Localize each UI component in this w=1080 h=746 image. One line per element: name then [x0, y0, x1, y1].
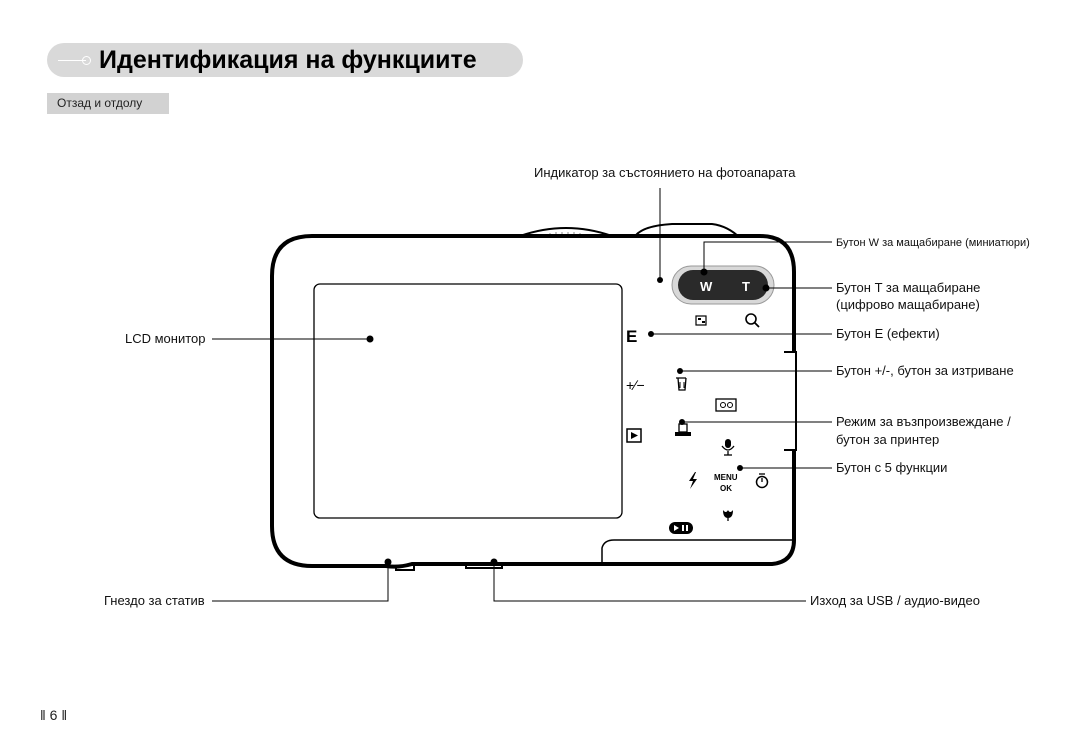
page-number: ‖ 6 ‖ — [40, 707, 68, 723]
ok-text: OK — [720, 484, 732, 493]
usb-port-tab — [465, 566, 503, 569]
self-timer-icon — [755, 473, 769, 489]
page-title: Идентификация на функциите — [99, 46, 477, 74]
subtitle-box — [47, 93, 169, 114]
label-zoom-w: Бутон W за мащабиране (миниатюри) — [836, 237, 1030, 249]
label-zoom-t-line1: Бутон T за мащабиране — [836, 280, 981, 295]
zoom-lever[interactable] — [678, 270, 768, 300]
callout-dots — [366, 268, 770, 566]
menu-text: MENU — [714, 473, 738, 482]
label-usb: Изход за USB / аудио-видео — [810, 593, 980, 608]
thumbnail-icon — [695, 315, 707, 326]
title-decor-dot — [82, 56, 91, 65]
zoom-w-text: W — [700, 279, 713, 294]
tripod-socket-tab — [395, 566, 415, 571]
lcd-monitor — [313, 283, 623, 519]
section-subtitle: Отзад и отдолу — [57, 96, 143, 110]
zoom-t-text: T — [742, 279, 750, 294]
label-playback-line2: бутон за принтер — [836, 432, 940, 447]
label-zoom-t-line2: (цифрово мащабиране) — [836, 297, 980, 312]
voice-memo-icon — [715, 398, 737, 412]
title-decor-line — [58, 60, 86, 61]
title-bar — [47, 43, 523, 77]
shutter-button-outline — [633, 223, 741, 239]
callout-lines — [212, 188, 832, 602]
label-effects: Бутон E (ефекти) — [836, 326, 940, 341]
label-plus-minus: Бутон +/-, бутон за изтриване — [836, 363, 1014, 378]
body-panel-line — [601, 539, 794, 564]
label-lcd: LCD монитор — [125, 331, 206, 346]
playback-icon — [626, 428, 642, 443]
label-status-indicator: Индикатор за състоянието на фотоапарата — [534, 165, 796, 180]
label-five-function: Бутон с 5 функции — [836, 460, 948, 475]
macro-icon — [723, 510, 733, 521]
trash-icon — [676, 377, 687, 391]
plus-minus-icon: +∕− — [626, 377, 645, 393]
label-playback-line1: Режим за възпроизвеждане / — [836, 414, 1011, 429]
play-pause-icon — [669, 522, 693, 534]
magnify-icon — [745, 313, 760, 328]
effects-e-text: E — [626, 327, 637, 346]
label-tripod: Гнездо за статив — [104, 593, 205, 608]
flash-icon — [689, 472, 697, 489]
microphone-icon — [721, 439, 735, 456]
strap-lug — [784, 351, 797, 451]
